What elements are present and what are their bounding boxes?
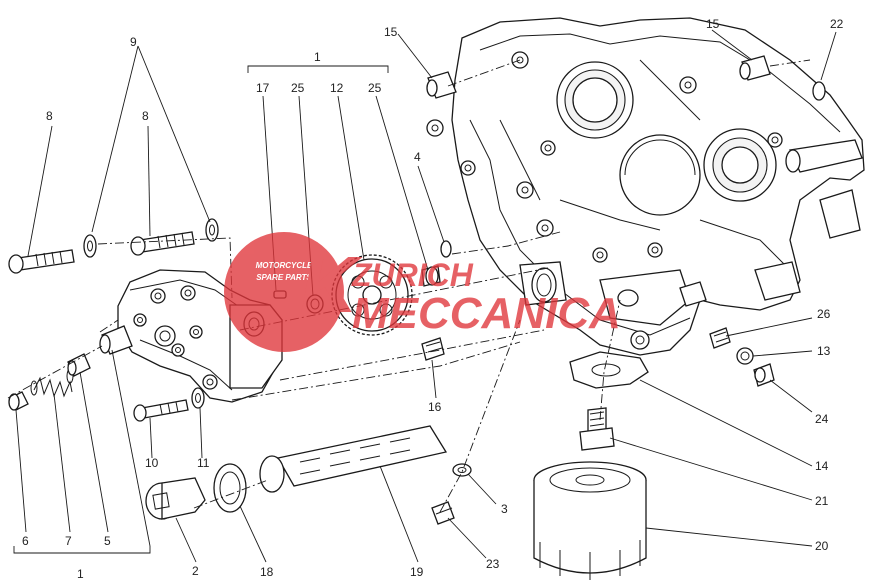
bush-16 [421, 337, 445, 361]
callout-5: 5 [104, 534, 111, 548]
callout-12: 12 [330, 81, 344, 95]
callout-9: 9 [130, 35, 137, 49]
o-ring-22 [812, 81, 826, 101]
watermark-logo: MOTORCYCLE SPARE PARTS K ZURICH MECCANIC… [224, 232, 621, 352]
callout-25-left: 25 [291, 81, 305, 95]
drive-gear-12 [331, 254, 413, 336]
watermark-brand-bottom: MECCANICA [352, 289, 621, 338]
cap-6 [8, 391, 29, 411]
screw-10 [133, 399, 189, 422]
screw-26 [709, 327, 731, 349]
pin-25-right [421, 265, 441, 287]
callout-3: 3 [501, 502, 508, 516]
plug-2 [145, 477, 206, 520]
callout-16: 16 [428, 400, 442, 414]
callout-4: 4 [414, 150, 421, 164]
callout-17: 17 [256, 81, 270, 95]
callout-13: 13 [817, 344, 831, 358]
valve-5 [67, 353, 91, 377]
callout-6: 6 [22, 534, 29, 548]
callout-1-bottom: 1 [77, 567, 84, 581]
screw-8-right [130, 231, 195, 256]
callout-15-left: 15 [384, 25, 398, 39]
screw-8-left [8, 249, 75, 274]
callout-21: 21 [815, 494, 829, 508]
callout-20: 20 [815, 539, 829, 553]
callout-8-right: 8 [142, 109, 149, 123]
strainer-19 [259, 425, 448, 493]
callout-8-left: 8 [46, 109, 53, 123]
callout-14: 14 [815, 459, 829, 473]
callout-11: 11 [197, 456, 210, 470]
callout-2: 2 [192, 564, 199, 578]
washer-11 [191, 387, 205, 409]
oil-filter-20 [533, 461, 647, 580]
watermark-line1: MOTORCYCLE [256, 261, 313, 270]
plug-24 [753, 363, 775, 387]
callout-18: 18 [260, 565, 274, 579]
dowel-pin-left [426, 71, 457, 99]
washer-9-left [83, 234, 97, 258]
watermark-circle [224, 232, 344, 352]
callout-10: 10 [145, 456, 159, 470]
seal-18 [213, 463, 247, 513]
callout-24: 24 [815, 412, 829, 426]
callout-7: 7 [65, 534, 72, 548]
baffle-14 [569, 351, 649, 389]
callout-19: 19 [410, 565, 424, 579]
callout-23: 23 [486, 557, 500, 571]
callout-1-top: 1 [314, 50, 321, 64]
watermark-k: K [300, 240, 363, 329]
watermark-brand-top: ZURICH [351, 257, 474, 293]
watermark-line2: SPARE PARTS [256, 273, 312, 282]
leader-lines [13, 29, 837, 563]
o-ring-4 [440, 240, 452, 258]
crankcase [426, 17, 865, 356]
washer-3 [452, 463, 472, 477]
callout-22: 22 [830, 17, 844, 31]
dowel-pin-right [739, 55, 771, 81]
washer-9-right [205, 218, 219, 242]
washer-13 [736, 347, 754, 365]
spring-7 [30, 368, 74, 398]
callout-15-right: 15 [706, 17, 720, 31]
nipple-21 [579, 407, 615, 451]
callout-labels: 1 9 8 8 17 25 12 25 15 4 15 22 16 10 11 … [22, 17, 844, 581]
callout-25-right: 25 [368, 81, 382, 95]
callout-26: 26 [817, 307, 831, 321]
